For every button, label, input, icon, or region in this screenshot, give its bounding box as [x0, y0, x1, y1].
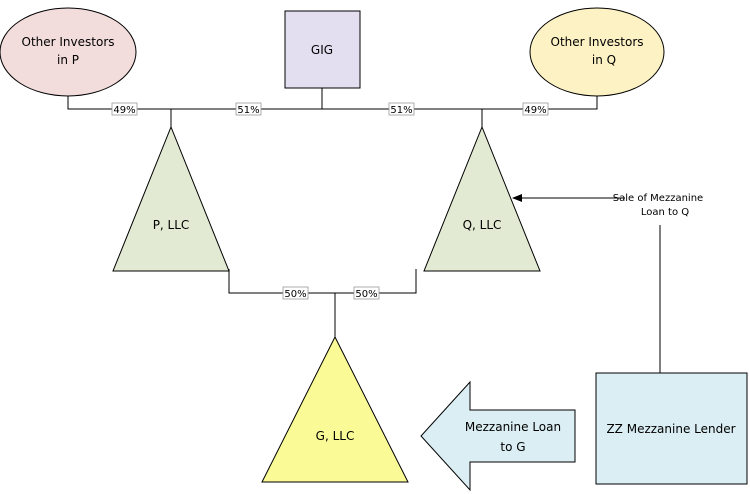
pct-p-in-g: 50% [282, 286, 309, 300]
sale-note: Sale of Mezzanine Loan to Q [613, 189, 703, 225]
other-investors-q-node: Other Investors in Q [529, 7, 665, 97]
mezzanine-loan-arrow: Mezzanine Loan to G [420, 380, 576, 492]
mezzanine-loan-line1: Mezzanine Loan [465, 420, 561, 434]
pct-p-in-g-text: 50% [284, 289, 306, 300]
pct-gig-in-q-text: 51% [390, 105, 412, 116]
sale-note-line1: Sale of Mezzanine [613, 193, 703, 204]
g-llc-label: G, LLC [316, 429, 355, 443]
top-horizontal-connector [67, 93, 598, 110]
pct-others-in-q-text: 49% [524, 105, 546, 116]
q-llc-label: Q, LLC [463, 218, 502, 232]
pct-q-in-g: 50% [353, 286, 380, 300]
other-investors-p-node: Other Investors in P [0, 7, 137, 97]
pct-gig-in-p: 51% [235, 102, 262, 116]
gig-node: GIG [284, 10, 361, 89]
g-llc-node: G, LLC [261, 335, 409, 483]
connector-lines [67, 88, 661, 373]
zz-lender-label: ZZ Mezzanine Lender [606, 422, 735, 436]
p-llc-node: P, LLC [112, 125, 230, 272]
other-investors-p-line1: Other Investors [22, 35, 115, 49]
gig-label: GIG [311, 43, 333, 57]
other-investors-q-line1: Other Investors [551, 35, 644, 49]
p-llc-label: P, LLC [153, 218, 190, 232]
pct-others-in-q: 49% [522, 102, 549, 116]
other-investors-q-line2: in Q [592, 53, 616, 67]
pct-gig-in-q: 51% [388, 102, 415, 116]
pct-others-in-p-text: 49% [113, 105, 135, 116]
other-investors-p-line2: in P [57, 53, 79, 67]
g-owners-connector [228, 269, 417, 294]
pct-gig-in-p-text: 51% [237, 105, 259, 116]
mezzanine-loan-line2: to G [500, 440, 525, 454]
pct-others-in-p: 49% [111, 102, 138, 116]
zz-lender-node: ZZ Mezzanine Lender [595, 372, 748, 485]
pct-q-in-g-text: 50% [355, 289, 377, 300]
sale-note-line2: Loan to Q [641, 207, 689, 218]
q-llc-node: Q, LLC [423, 125, 541, 272]
